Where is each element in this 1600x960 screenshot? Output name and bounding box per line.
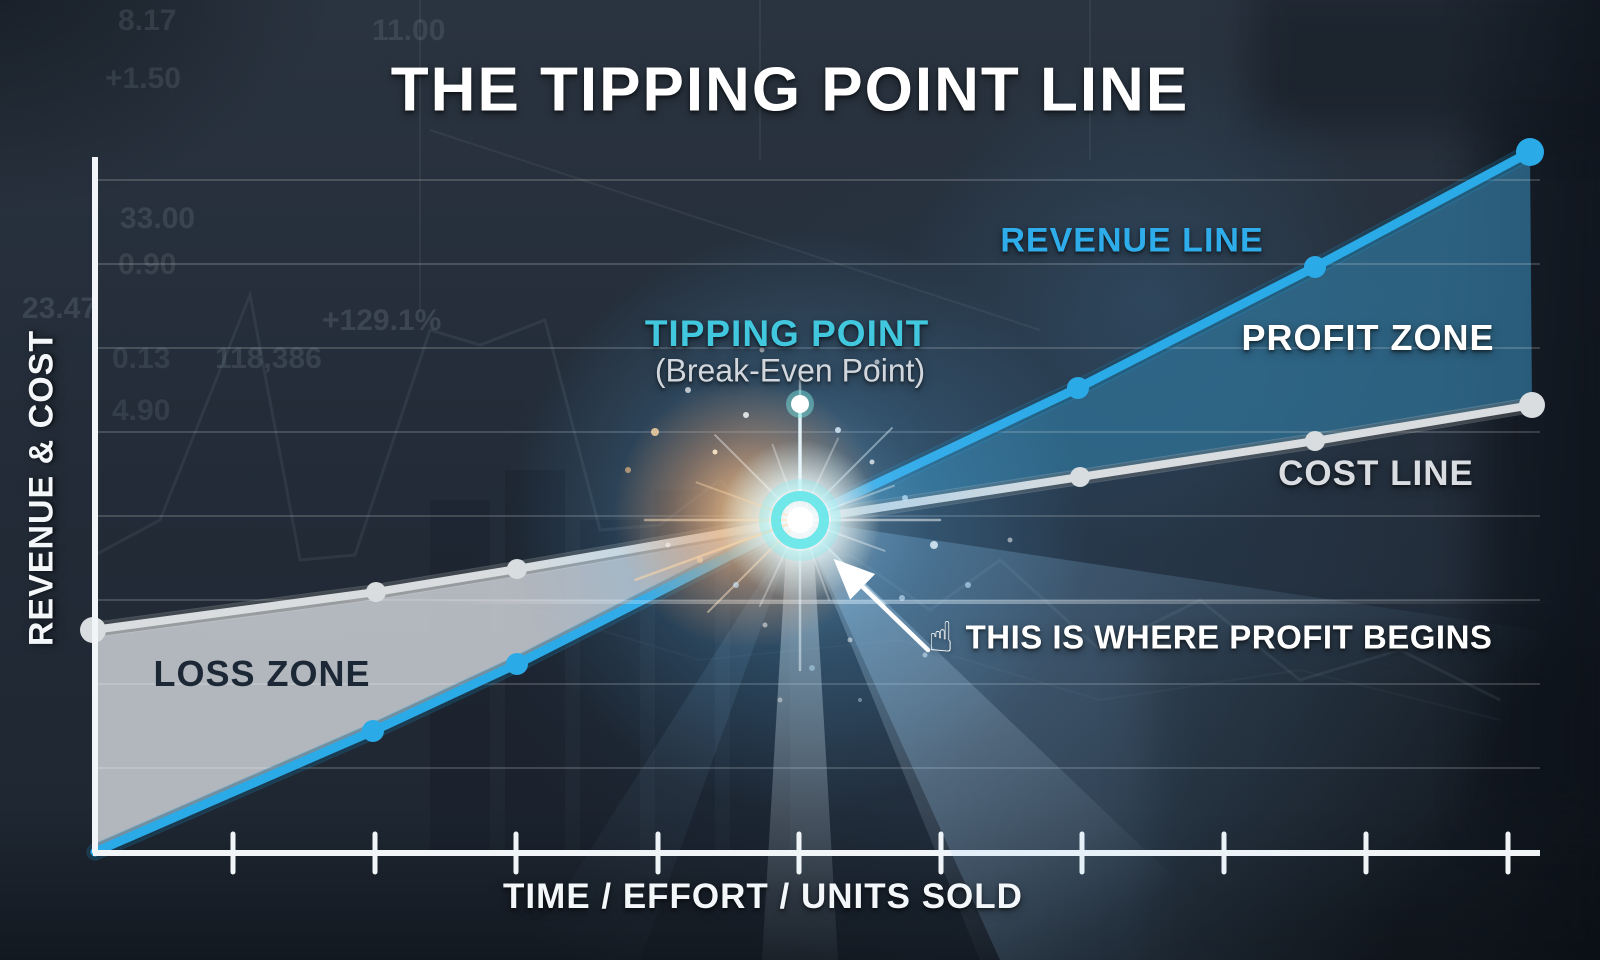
svg-text:0.13: 0.13	[112, 342, 170, 375]
breakeven-marker	[759, 390, 841, 561]
svg-text:4.90: 4.90	[112, 394, 170, 427]
pointing-hand-icon: ☝	[928, 613, 954, 661]
annotation-arrow	[833, 558, 931, 653]
page-title: THE TIPPING POINT LINE	[390, 55, 1190, 125]
profit-zone-label: PROFIT ZONE	[1241, 317, 1495, 358]
svg-text:118,386: 118,386	[215, 342, 322, 375]
svg-text:+1.50: +1.50	[105, 62, 181, 95]
tipping-point-label: TIPPING POINT	[644, 313, 930, 354]
annotation-text: THIS IS WHERE PROFIT BEGINS	[965, 618, 1493, 655]
svg-text:33.00: 33.00	[120, 202, 195, 235]
break-even-sublabel: (Break-Even Point)	[654, 352, 926, 389]
x-axis-label: TIME / EFFORT / UNITS SOLD	[503, 877, 1023, 916]
revenue-line-label: REVENUE LINE	[1000, 221, 1264, 260]
svg-text:8.17: 8.17	[118, 4, 176, 37]
svg-text:23.47: 23.47	[22, 292, 97, 325]
profit-begins-annotation: ☝ THIS IS WHERE PROFIT BEGINS	[928, 613, 1492, 662]
cost-line-label: COST LINE	[1278, 454, 1474, 493]
svg-text:+129.1%: +129.1%	[322, 304, 441, 337]
svg-text:11.00: 11.00	[372, 14, 445, 47]
y-axis-label: REVENUE & COST	[22, 329, 61, 647]
svg-text:0.90: 0.90	[118, 248, 176, 281]
loss-zone-label: LOSS ZONE	[153, 653, 371, 694]
